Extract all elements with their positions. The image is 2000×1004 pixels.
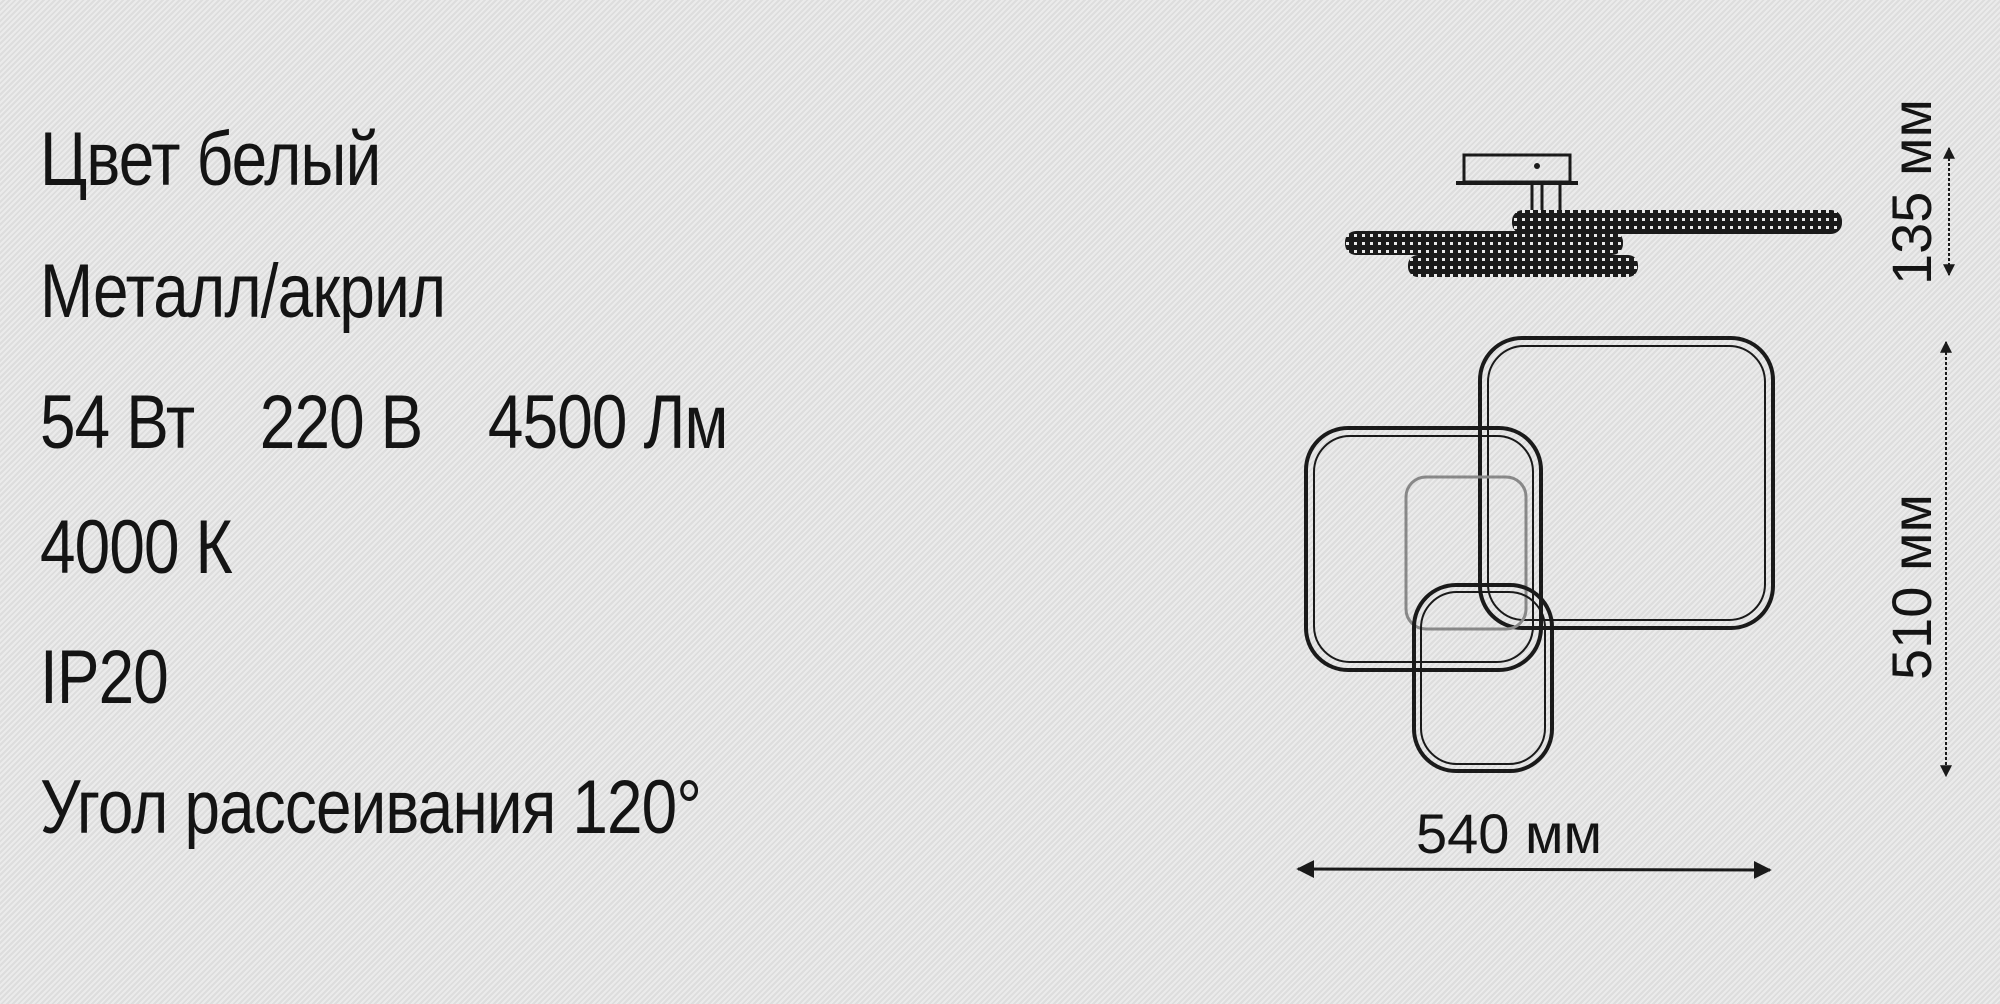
- width-dimension-label: 540 мм: [1416, 802, 1602, 865]
- spec-voltage: 220 В: [259, 380, 423, 465]
- spec-color: Цвет белый: [40, 117, 381, 202]
- spec-material: Металл/акрил: [40, 249, 446, 334]
- height-dimension-label: 135 мм: [1880, 99, 1943, 285]
- spec-protection: IP20: [40, 635, 169, 720]
- spec-color-temperature: 4000 К: [40, 505, 233, 590]
- top-view-icon: [1304, 336, 1775, 773]
- spec-beam-angle: Угол рассеивания 120°: [40, 765, 702, 850]
- spec-power: 54 Вт: [40, 380, 195, 465]
- side-view-icon: [1345, 153, 1842, 277]
- width-dimension-arrow: [1296, 860, 1772, 879]
- spec-luminous-flux: 4500 Лм: [487, 380, 729, 465]
- length-dimension-label: 510 мм: [1880, 494, 1943, 680]
